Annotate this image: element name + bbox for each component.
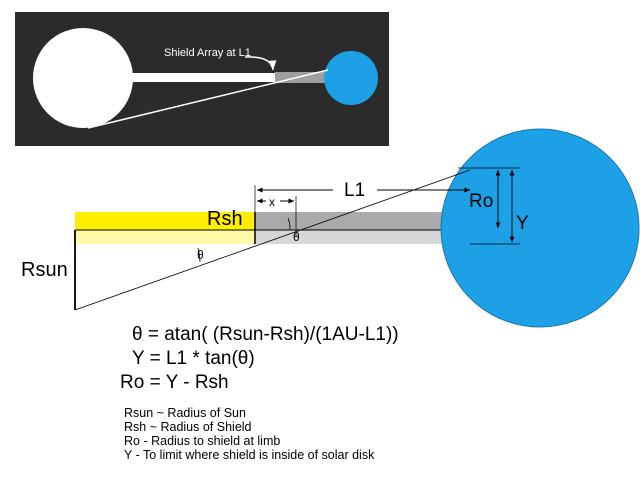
y-label: Y <box>516 213 529 234</box>
legend: Rsun ~ Radius of Sun Rsh ~ Radius of Shi… <box>124 406 375 462</box>
theta-label-right: θ <box>293 230 300 244</box>
legend-item-rsun: Rsun ~ Radius of Sun <box>124 406 246 420</box>
theta-arc-right <box>287 217 291 231</box>
equation-theta: θ = atan( (Rsun-Rsh)/(1AU-L1)) <box>132 324 399 345</box>
equation-ro: Ro = Y - Rsh <box>120 372 229 393</box>
inset-beam <box>130 73 275 82</box>
inset-shield-array <box>275 72 327 83</box>
sun-band <box>75 212 255 230</box>
x-label-bg <box>266 194 280 208</box>
inset-panel: Shield Array at L1 <box>15 12 389 146</box>
inset-label-arrow <box>244 56 277 71</box>
legend-item-rsh: Rsh ~ Radius of Shield <box>124 420 252 434</box>
legend-item-y: Y - To limit where shield is inside of s… <box>124 448 375 462</box>
inset-label: Shield Array at L1 <box>164 47 251 59</box>
inset-earth <box>324 51 378 105</box>
main-diagram: Rsh Rsun L1 x Ro Y θ θ <box>21 128 640 328</box>
earth-disk <box>440 128 640 328</box>
rsh-label: Rsh <box>207 208 243 230</box>
sun-band-lower <box>75 230 255 244</box>
inset-tangent-line <box>87 69 329 129</box>
equation-y: Y = L1 * tan(θ) <box>132 348 255 369</box>
inset-sun <box>33 28 133 128</box>
equations: θ = atan( (Rsun-Rsh)/(1AU-L1)) Y = L1 * … <box>120 324 399 393</box>
l1-label-bg <box>333 180 377 200</box>
rsun-label: Rsun <box>21 259 68 281</box>
ro-label: Ro <box>469 191 493 212</box>
tangent-line <box>74 169 471 311</box>
theta-arc-left <box>197 247 201 263</box>
shield-band <box>255 212 463 230</box>
x-label: x <box>269 195 275 209</box>
l1-label: L1 <box>344 180 365 201</box>
legend-item-ro: Ro - Radius to shield at limb <box>124 434 280 448</box>
theta-label-left: θ <box>197 248 204 262</box>
shield-band-lower <box>255 230 463 244</box>
